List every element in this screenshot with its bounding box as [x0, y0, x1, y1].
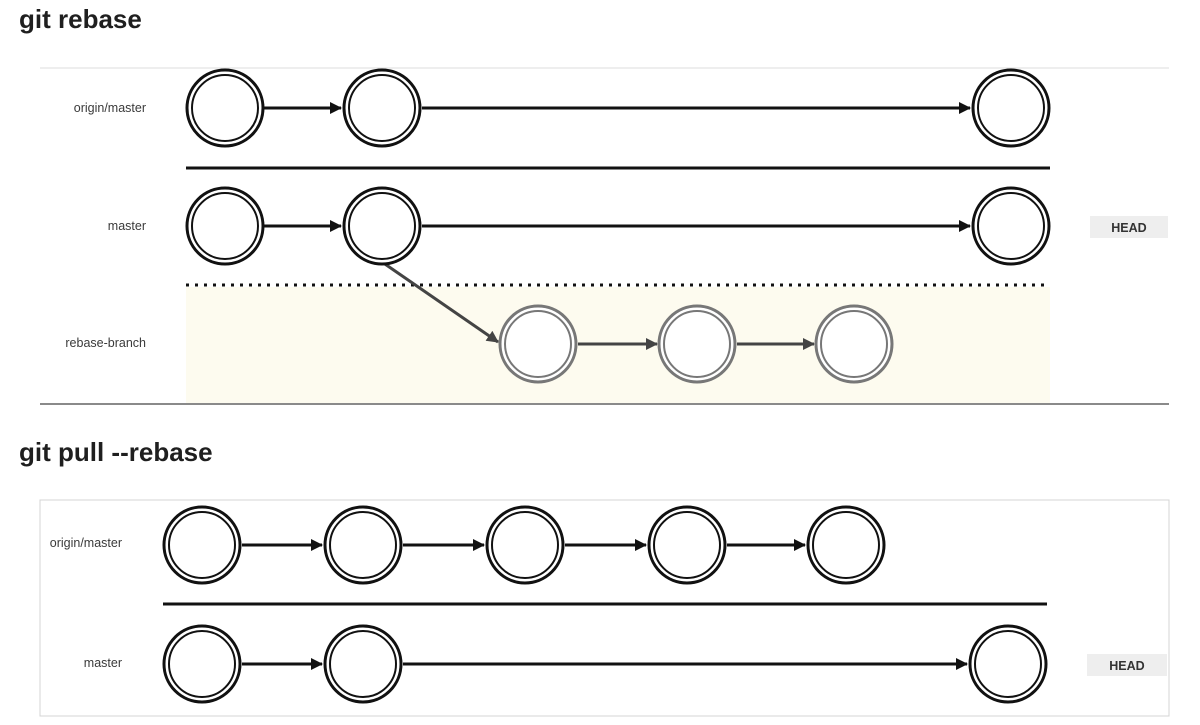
commit-node [971, 68, 1051, 148]
commit-node [485, 505, 565, 585]
head-badge-label: HEAD [1109, 659, 1144, 673]
head-badge: HEAD [1090, 216, 1168, 238]
commit-node [323, 624, 403, 704]
commit-node [162, 624, 242, 704]
commit-node [185, 186, 265, 266]
section-title-git-pull-rebase: git pull --rebase [19, 437, 213, 467]
lane-label-origin-master: origin/master [74, 101, 146, 115]
lane-label-master: master [108, 219, 146, 233]
lane-label-origin-master: origin/master [50, 536, 122, 550]
section-title-git-rebase: git rebase [19, 4, 142, 34]
branch-off-arrow [381, 260, 499, 344]
lane-label-rebase-branch: rebase-branch [65, 336, 146, 350]
commit-node [342, 186, 422, 266]
commit-node [323, 505, 403, 585]
panel-git-rebase: origin/master master rebase-branch HEAD [40, 67, 1169, 405]
commit-node [968, 624, 1048, 704]
commit-node [342, 68, 422, 148]
commit-node [806, 505, 886, 585]
branch-commit-node [498, 304, 578, 384]
commit-node [162, 505, 242, 585]
head-badge-label: HEAD [1111, 221, 1146, 235]
panel-border [39, 499, 1170, 717]
commit-node [971, 186, 1051, 266]
branch-commit-node [657, 304, 737, 384]
panel-git-pull-rebase: origin/master master HEAD [39, 499, 1170, 717]
commit-node [647, 505, 727, 585]
commit-node [185, 68, 265, 148]
head-badge: HEAD [1087, 654, 1167, 676]
lane-label-master: master [84, 656, 122, 670]
branch-commit-node [814, 304, 894, 384]
